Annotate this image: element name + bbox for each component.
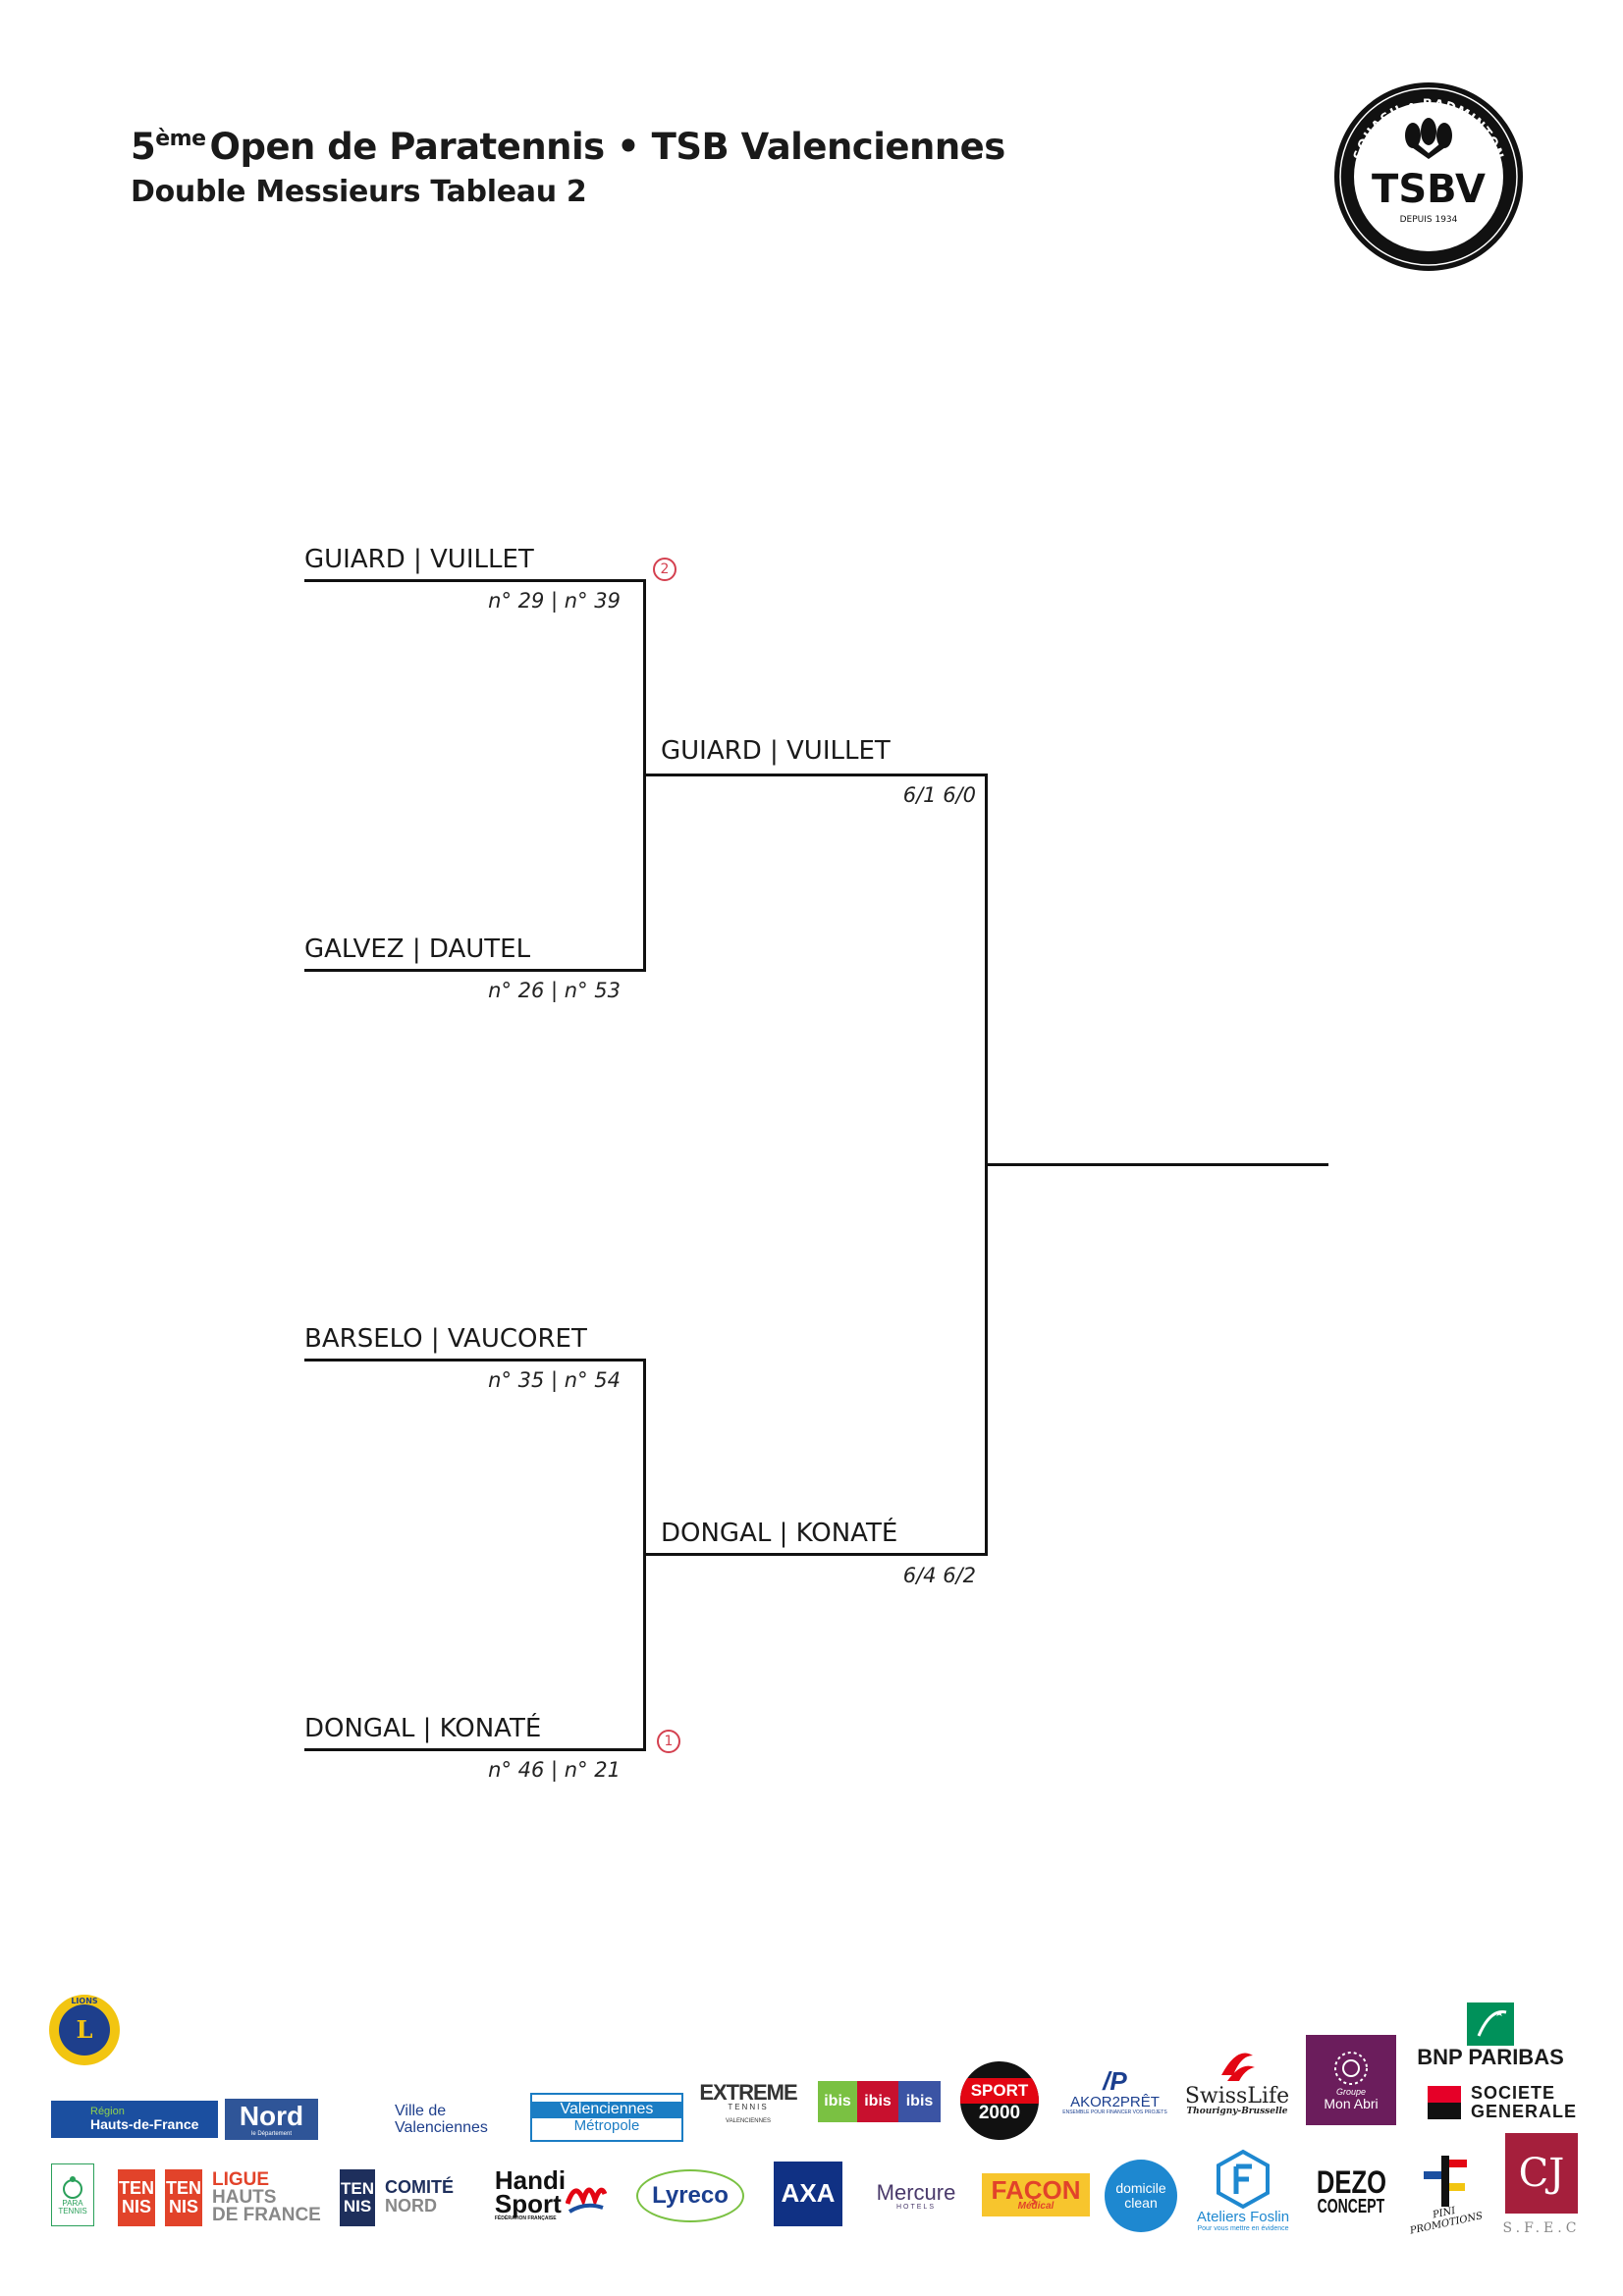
mon-abri-icon [1334, 2051, 1368, 2085]
r1-team-3: BARSELO | VAUCORET [304, 1324, 587, 1354]
pini-promotions-logo: PINI PROMOTIONS [1404, 2146, 1487, 2236]
societe-generale-logo: SOCIETE GENERALE [1414, 2081, 1591, 2124]
bnp-paribas-logo: BNP PARIBAS [1406, 2001, 1575, 2071]
handisport-logo: Handi Sport FÉDÉRATION FRANÇAISE [477, 2165, 624, 2224]
r1-meta-1: n° 29 | n° 39 [488, 589, 621, 613]
ligue-hdf-logo: LIGUE HAUTS DE FRANCE [212, 2169, 321, 2225]
r2-line-2 [643, 1553, 988, 1556]
ateliers-foslin-logo: Ateliers Foslin Pour vous mettre en évid… [1184, 2140, 1302, 2242]
r1-line-2 [304, 969, 646, 972]
seed-badge-4: 1 [657, 1730, 680, 1753]
para-tennis-logo: PARA TENNIS [51, 2163, 94, 2226]
r1-line-3 [304, 1359, 646, 1362]
bnp-stars-icon [1467, 2002, 1514, 2047]
pini-icon [1424, 2155, 1467, 2207]
handisport-swoosh-icon [566, 2187, 608, 2214]
r1-team-4: DONGAL | KONATÉ [304, 1714, 542, 1743]
swisslife-icon [1221, 2053, 1255, 2081]
final-line [985, 1163, 1328, 1166]
axa-logo: AXA [774, 2162, 842, 2226]
r1-team-1: GUIARD | VUILLET [304, 545, 534, 574]
ville-valenciennes-logo: Ville de Valenciennes [395, 2103, 488, 2136]
mercure-logo: Mercure HOTELS [876, 2179, 956, 2211]
nord-logo: Nord le Département [225, 2099, 318, 2140]
title-prefix: 5 [131, 126, 156, 168]
r1-meta-2: n° 26 | n° 53 [488, 979, 621, 1002]
r1-meta-3: n° 35 | n° 54 [488, 1368, 621, 1392]
facon-medical-logo: FAÇON Médical [982, 2173, 1090, 2216]
svg-text:L: L [77, 2015, 93, 2044]
shuttle-icon [1405, 118, 1452, 159]
seed-badge-1: 2 [653, 558, 676, 581]
wheelchair-icon [63, 2175, 82, 2199]
mon-abri-logo: Groupe Mon Abri [1306, 2035, 1396, 2125]
r1-meta-4: n° 46 | n° 21 [488, 1758, 621, 1782]
comite-nord-logo: COMITÉ NORD [385, 2177, 454, 2216]
logo-since: DEPUIS 1934 [1400, 215, 1458, 225]
akor2pret-logo: /P AKOR2PRÊT ENSEMBLE POUR FINANCER VOS … [1062, 2065, 1167, 2115]
logo-initials: TSBV [1372, 167, 1486, 212]
title-superscript: ème [155, 127, 206, 151]
sfec-monogram-icon: CJ [1505, 2132, 1578, 2214]
tsbv-club-logo: SQUASH • BADMINTON VALENCIENNES TSBV DEP… [1334, 82, 1523, 271]
sport2000-logo: SPORT 2000 [960, 2061, 1039, 2140]
r2-score-2: 6/4 6/2 [902, 1564, 976, 1587]
domicile-clean-logo: domicile clean [1105, 2160, 1177, 2232]
r1-line-1 [304, 579, 646, 582]
r2-line-1 [643, 774, 988, 776]
page-subtitle: Double Messieurs Tableau 2 [131, 175, 587, 209]
sg-square-icon [1427, 2086, 1461, 2119]
extreme-tennis-logo: EXTREME TENNIS VALENCIENNES [699, 2080, 797, 2124]
r2-team-1: GUIARD | VUILLET [661, 736, 891, 766]
svg-text:LIONS: LIONS [71, 1997, 98, 2005]
foslin-icon [1217, 2150, 1270, 2210]
lions-logo: L LIONS [47, 1993, 122, 2067]
ibis-logo: ibis ibis ibis [818, 2081, 941, 2122]
dezo-concept-logo: DEZO CONCEPT [1316, 2164, 1386, 2217]
region-hdf-logo: Région Hauts-de-France [51, 2101, 218, 2138]
valenciennes-metropole-logo: Valenciennes Métropole [530, 2093, 683, 2142]
r1-team-2: GALVEZ | DAUTEL [304, 934, 531, 964]
sfec-logo: CJ S.F.E.C [1502, 2128, 1581, 2240]
swisslife-logo: SwissLife Thourigny-Brusselle [1183, 2036, 1291, 2126]
r2-score-1: 6/1 6/0 [902, 783, 976, 807]
title-main: Open de Paratennis • TSB Valenciennes [209, 126, 1006, 168]
r2-team-2: DONGAL | KONATÉ [661, 1519, 898, 1548]
r1-line-4 [304, 1748, 646, 1751]
lyreco-logo: Lyreco [636, 2169, 744, 2222]
